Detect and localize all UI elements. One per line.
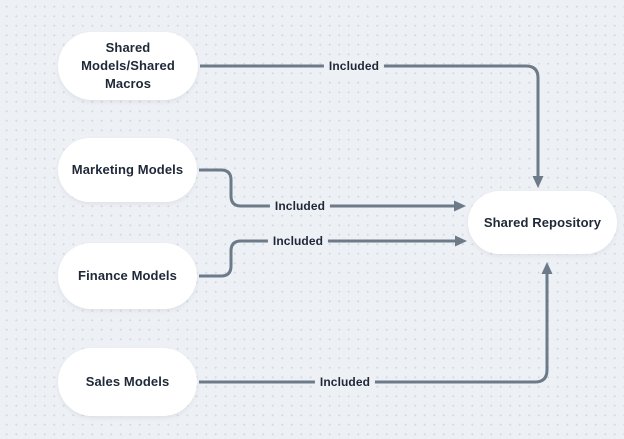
edge-label-included: Included xyxy=(269,198,331,214)
node-label: Shared Repository xyxy=(483,214,602,230)
node-finance-models: Finance Models xyxy=(58,243,197,309)
node-label: Finance Models xyxy=(78,268,177,283)
edge-shared-models-to-repository xyxy=(200,64,544,188)
node-label-line: Macros xyxy=(104,76,152,91)
edge-finance-models-to-repository xyxy=(199,235,467,278)
edge-label-included: Included xyxy=(323,58,385,74)
node-label-line: Models/Shared xyxy=(81,58,175,73)
edge-marketing-models-to-repository xyxy=(199,168,466,212)
node-label: Shared Models/Shared Macros xyxy=(81,39,175,93)
node-label-line: Shared xyxy=(105,40,151,55)
node-label: Marketing Models xyxy=(71,162,184,177)
node-marketing-models: Marketing Models xyxy=(58,138,197,202)
edge-sales-models-to-repository xyxy=(199,262,553,384)
node-shared-models: Shared Models/Shared Macros xyxy=(58,32,198,100)
node-label: Sales Models xyxy=(85,374,170,389)
node-shared-repository: Shared Repository xyxy=(468,191,617,254)
edge-label-included: Included xyxy=(267,233,329,249)
edge-label-included: Included xyxy=(314,374,376,390)
node-sales-models: Sales Models xyxy=(58,348,197,416)
